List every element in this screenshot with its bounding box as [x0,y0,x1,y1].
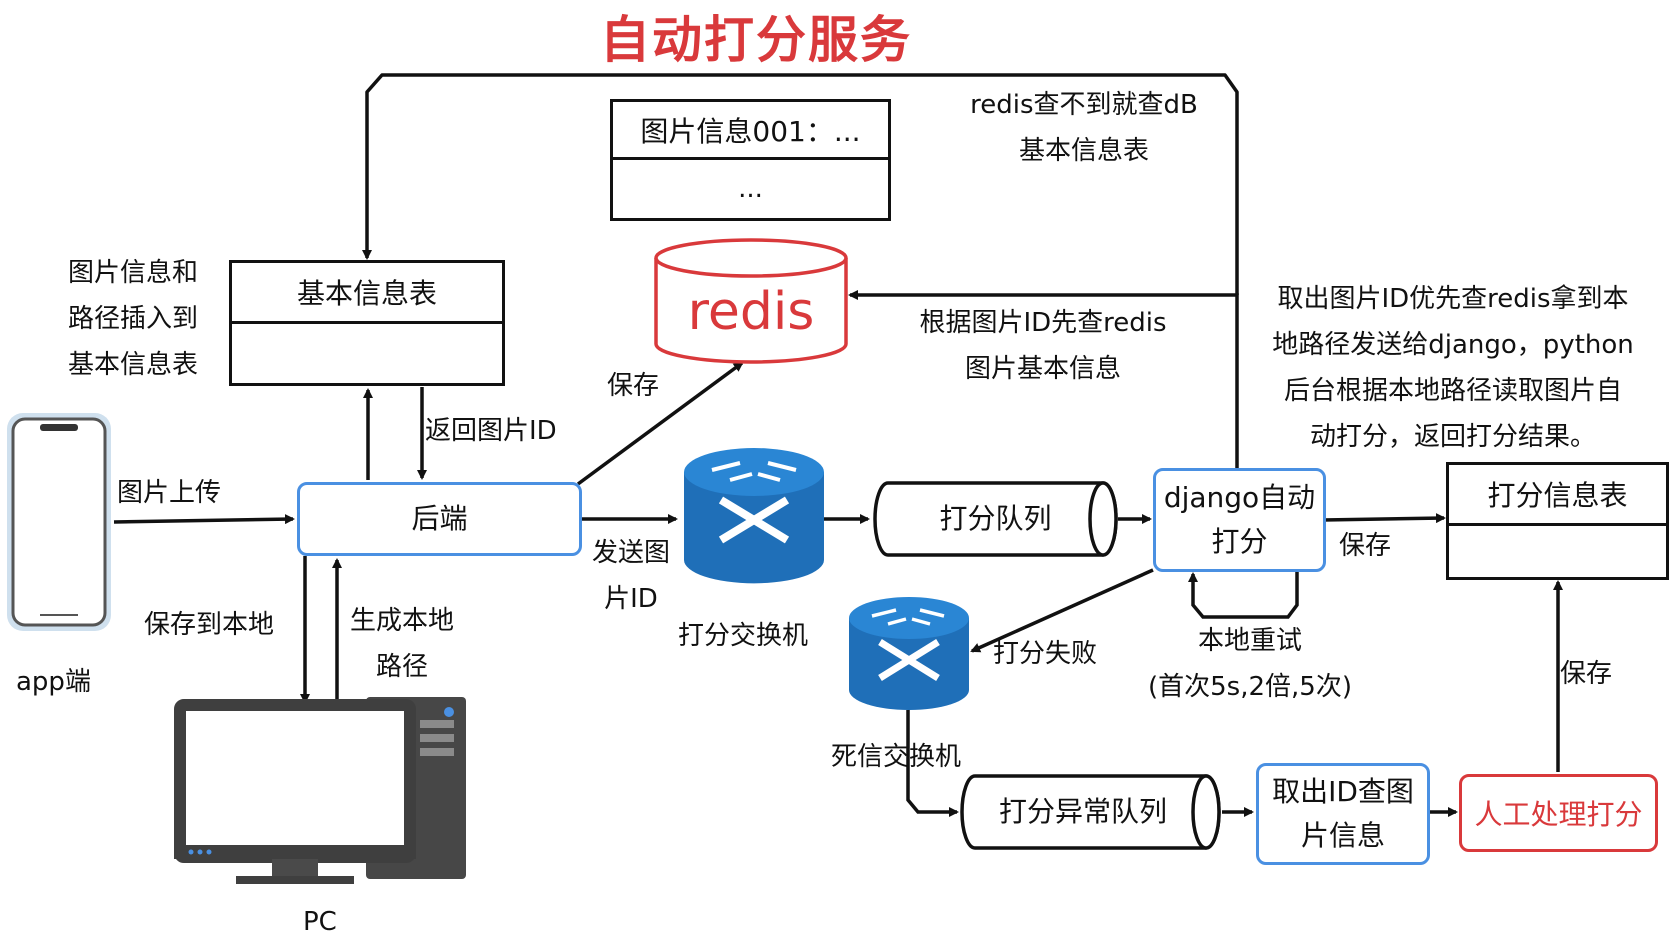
arrow-redis-miss [362,73,1239,295]
redis-miss-note-line2: 基本信息表 [1018,136,1149,166]
insert-basic-note-line1: 图片信息和 [68,258,199,288]
image-info-table: 图片信息001：... ... [610,99,891,221]
django-desc-note-line1: 取出图片ID优先查redis拿到本 [1277,284,1629,314]
pc-label: PC [303,907,337,937]
error-queue-label: 打分异常队列 [998,795,1167,828]
django-desc-note: 取出图片ID优先查redis拿到本 地路径发送给django，python 后台… [1243,276,1663,460]
score-info-table-header: 打分信息表 [1449,465,1666,526]
fetch-label-line1: 取出ID查图 [1272,775,1414,808]
backend-label: 后端 [411,502,468,535]
query-redis-note: 根据图片ID先查redis 图片基本信息 [900,300,1186,392]
django-desc-note-line2: 地路径发送给django，python [1272,330,1634,360]
arrow-save-redis [576,361,744,486]
basic-info-table-header: 基本信息表 [232,263,502,324]
phone-icon [7,413,111,631]
redis-label: redis [687,282,815,342]
pc-icon [174,697,466,884]
error-queue-cylinder [960,774,1221,850]
dead-exchange-switch-icon [849,597,969,710]
queue-cylinder [873,481,1118,557]
redis-cylinder [654,238,848,364]
fail-note: 打分失败 [993,639,1098,669]
query-redis-note-line1: 根据图片ID先查redis [919,308,1167,338]
fetch-image-info-node: 取出ID查图 片信息 [1256,763,1430,865]
arrow-upload [113,514,295,525]
exchange-switch-icon [684,448,824,584]
django-label-line2: 打分 [1211,525,1268,558]
exchange-label: 打分交换机 [678,621,809,651]
send-id-note: 发送图 片ID [583,530,679,622]
django-label-line1: django自动 [1163,481,1316,514]
query-redis-note-line2: 图片基本信息 [964,354,1121,384]
gen-path-note-line1: 生成本地 [349,606,454,636]
dead-exchange-label: 死信交换机 [831,742,962,772]
retry-note-line2: (首次5s,2倍,5次) [1148,672,1352,702]
send-id-note-line1: 发送图 [591,538,670,568]
django-desc-note-line3: 后台根据本地路径读取图片自 [1283,376,1622,406]
save-redis-note: 保存 [607,371,660,401]
send-id-note-line2: 片ID [604,584,658,614]
manual-label: 人工处理打分 [1474,798,1643,831]
app-label: app端 [16,667,91,697]
arrow-retry [1188,572,1299,619]
page-title: 自动打分服务 [600,11,912,69]
retry-note: 本地重试 (首次5s,2倍,5次) [1128,618,1372,710]
score-queue-label: 打分队列 [939,502,1052,535]
manual-save-note: 保存 [1560,659,1613,689]
redis-miss-note: redis查不到就查dB 基本信息表 [948,82,1220,174]
image-info-table-header: 图片信息001：... [613,102,888,160]
return-id-note: 返回图片ID [425,416,557,446]
arrow-dead-to-error [906,710,959,817]
score-info-table: 打分信息表 [1446,462,1669,580]
insert-basic-note-line3: 基本信息表 [68,350,199,380]
gen-path-note-line2: 路径 [375,652,428,682]
arrow-fail [970,568,1154,653]
fetch-label-line2: 片信息 [1300,819,1385,852]
save-local-note: 保存到本地 [144,610,275,640]
backend-node: 后端 [297,482,582,556]
insert-basic-note-line2: 路径插入到 [68,304,199,334]
django-scoring-node: django自动 打分 [1153,468,1326,572]
basic-info-table: 基本信息表 [229,260,505,386]
image-info-table-row: ... [738,174,763,204]
gen-path-note: 生成本地 路径 [340,598,464,690]
retry-note-line1: 本地重试 [1197,626,1302,656]
manual-scoring-node: 人工处理打分 [1459,774,1658,852]
arrow-save-score [1322,513,1446,524]
upload-note: 图片上传 [117,478,222,508]
redis-miss-note-line1: redis查不到就查dB [970,90,1198,120]
save-score-note: 保存 [1339,531,1392,561]
django-desc-note-line4: 动打分，返回打分结果。 [1309,422,1596,452]
insert-basic-note: 图片信息和 路径插入到 基本信息表 [68,250,198,388]
